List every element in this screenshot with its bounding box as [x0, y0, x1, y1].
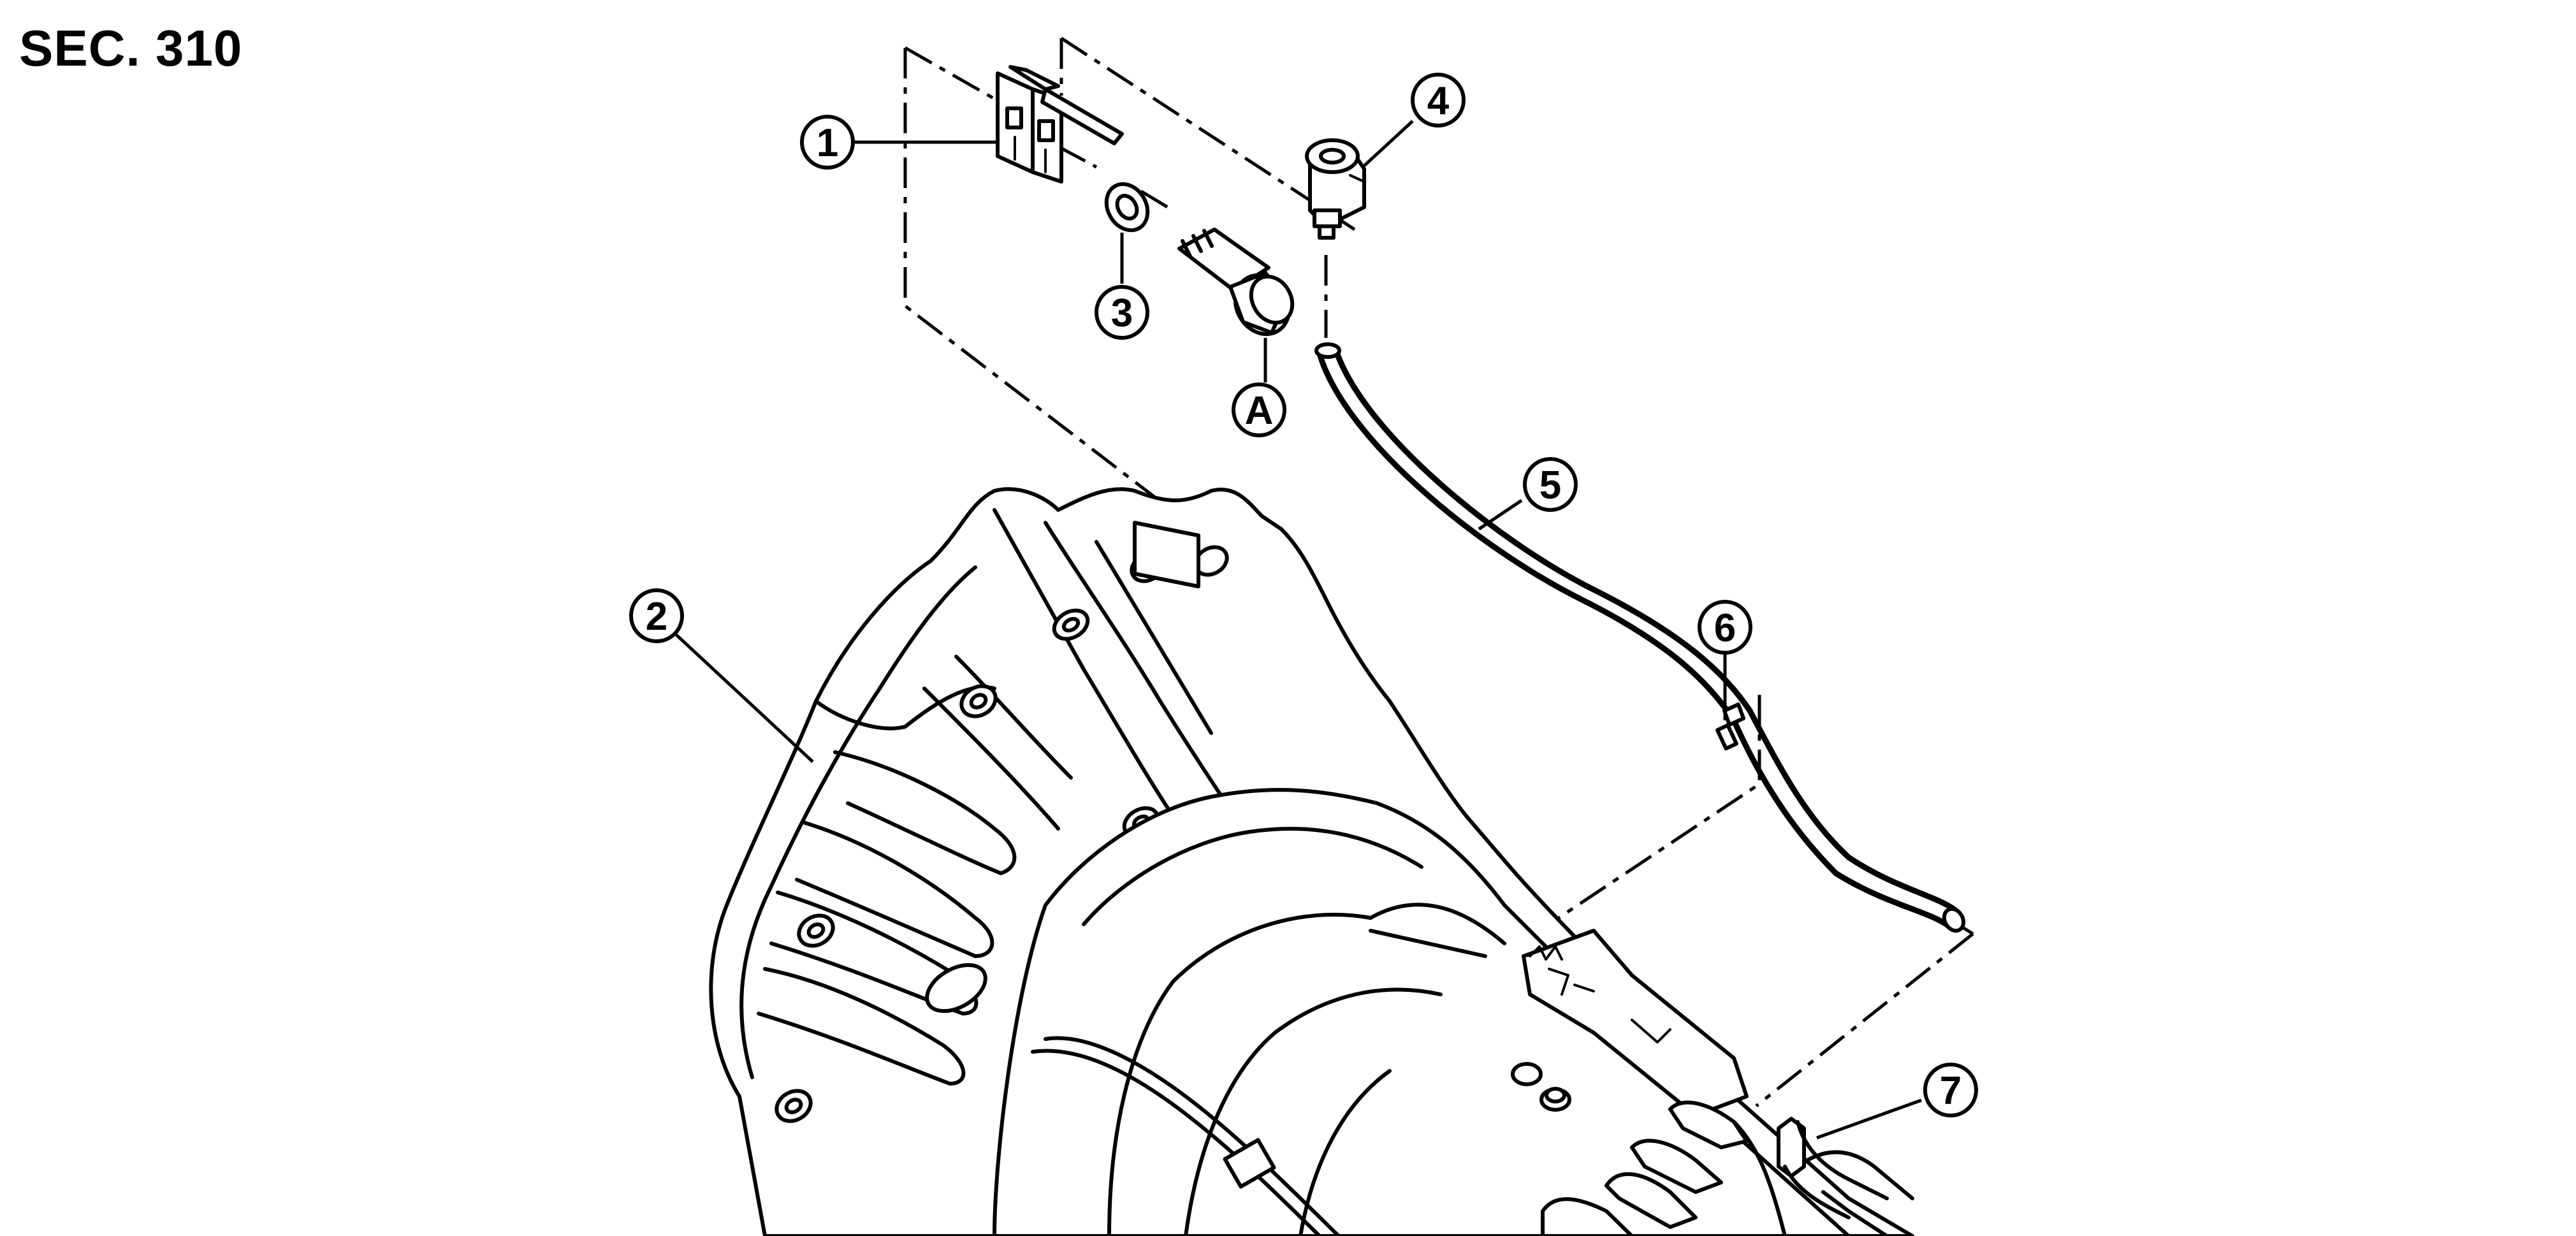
washer-part-3 — [1104, 182, 1150, 233]
callout-1: 1 — [800, 115, 855, 170]
sensor-part-4 — [1305, 138, 1366, 240]
callout-4: 4 — [1411, 73, 1466, 127]
svg-text:6: 6 — [1714, 606, 1736, 650]
callout-7: 7 — [1923, 1063, 1978, 1117]
bracket-part-7 — [1777, 1117, 1889, 1219]
callout-6: 6 — [1698, 600, 1752, 655]
svg-text:7: 7 — [1940, 1069, 1961, 1113]
svg-text:2: 2 — [646, 595, 667, 639]
callout-2: 2 — [629, 588, 684, 643]
clamp-part-6 — [1715, 702, 1745, 751]
bolt-a — [1177, 228, 1295, 337]
transmission-case-part-2 — [709, 487, 1914, 1236]
callout-3: 3 — [1095, 285, 1149, 340]
svg-text:5: 5 — [1539, 463, 1561, 507]
svg-text:A: A — [1245, 389, 1274, 433]
callout-5: 5 — [1523, 457, 1578, 512]
hose-part-5 — [1314, 342, 1966, 933]
svg-text:4: 4 — [1427, 79, 1450, 123]
callout-a: A — [1232, 382, 1286, 437]
section-label: SEC. 310 — [19, 20, 243, 76]
svg-text:1: 1 — [817, 121, 838, 165]
bracket-part-1 — [996, 65, 1124, 184]
svg-text:3: 3 — [1111, 291, 1133, 335]
callout-leaders — [675, 120, 1922, 1140]
